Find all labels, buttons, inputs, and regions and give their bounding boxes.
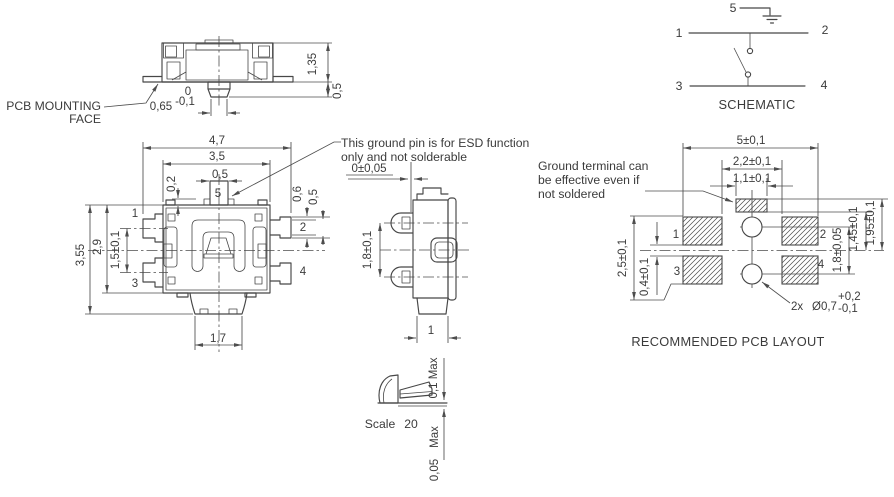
scale-label: Scale <box>365 417 396 431</box>
schematic-title: SCHEMATIC <box>718 97 795 112</box>
dim-ground-pad-width: 1,1±0,1 <box>733 173 771 185</box>
ground-note-line3: not soldered <box>538 187 605 201</box>
view-pcb-layout: 5±0,1 2,2±0,1 1,1±0,1 2,5±0,1 0,4±0,1 1,… <box>538 135 888 349</box>
label-pcb-mounting: PCB MOUNTING <box>6 99 101 113</box>
dim-pin5-width: 0,5 <box>212 169 228 181</box>
pad1-label: 1 <box>673 229 679 241</box>
hole-callout-diameter: Ø0,7 <box>812 301 837 313</box>
dim-standoff-05: 0,5 <box>332 83 344 99</box>
drill-hole-bottom <box>741 263 763 285</box>
dim-body-width: 3,5 <box>209 151 225 163</box>
switch-contact-upper <box>746 47 754 55</box>
schematic-pin2: 2 <box>822 23 829 37</box>
side-centerlines <box>380 222 472 278</box>
dim-ground-to-center: 1,45±0,1 <box>848 207 860 252</box>
view-side: 0±0,05 1,8±0,1 1 <box>346 162 472 343</box>
switch-contact-lower <box>744 71 752 78</box>
pin5-label: 5 <box>215 188 221 200</box>
ground-note-line1: Ground terminal can <box>538 159 648 173</box>
dim-overall-height: 3,55 <box>75 244 87 266</box>
dim-stem-width: 1,7 <box>210 333 226 345</box>
pad-1 <box>682 216 723 246</box>
pin2-terminal <box>269 216 292 239</box>
hole-callout-qty: 2x <box>791 301 803 313</box>
pin4-terminal <box>269 262 292 285</box>
ground-note-line2: be effective even if <box>538 173 640 187</box>
dim-pin-width: 0,5 <box>308 189 320 205</box>
dim-coplanarity-max-word: Max <box>429 426 441 448</box>
view-detail-scale20: 0,1 Max Max 0,05 Scale 20 <box>365 357 448 481</box>
centerlines <box>88 174 325 352</box>
pin1-label: 1 <box>132 208 138 220</box>
dim-step: 0,2 <box>166 176 178 192</box>
dim-pin-flange: 0,6 <box>292 186 304 202</box>
pad-2 <box>781 216 819 246</box>
dim-tol-minus01: -0,1 <box>175 96 195 108</box>
schematic-pin3: 3 <box>676 79 683 93</box>
scale-value: 20 <box>404 417 418 431</box>
hole-tol-plus: +0,2 <box>838 291 861 303</box>
schematic-pin4: 4 <box>821 78 828 92</box>
ground-pad <box>735 198 768 213</box>
switch-arm <box>733 47 747 73</box>
dim-pin-pitch: 1,5±0,1 <box>110 231 122 269</box>
drill-hole-top <box>741 216 763 238</box>
dim-side-stem: 1 <box>428 325 434 337</box>
esd-note-line2: only and not solderable <box>341 150 467 164</box>
dim-body-height: 2,9 <box>92 239 104 255</box>
pad-4 <box>781 255 819 285</box>
dim-side-pitch: 1,8±0,1 <box>362 231 374 269</box>
view-schematic: 5 1 2 3 4 SCHEMATIC <box>676 1 829 112</box>
pin3-label: 3 <box>132 278 138 290</box>
pin4-label: 4 <box>300 266 307 278</box>
view-side-elevation: 1,35 0,5 0 -0,1 0,65 PCB MOUNTING FACE <box>6 36 344 126</box>
hole-tol-minus: -0,1 <box>838 303 858 315</box>
esd-note-line1: This ground pin is for ESD function <box>341 136 529 150</box>
pin1-terminal <box>142 213 164 243</box>
dim-foot-065: 0,65 <box>150 101 172 113</box>
pin3-terminal <box>142 257 164 288</box>
dim-pcb-height: 2,5±0,1 <box>617 239 629 277</box>
dim-hole-pitch: 1,8±0,05 <box>832 228 844 273</box>
pin2-label: 2 <box>300 222 306 234</box>
dim-pcb-width: 5±0,1 <box>737 135 766 147</box>
dim-pcb-gap: 2,2±0,1 <box>733 156 771 168</box>
dim-pad-gap: 0,4±0,1 <box>639 258 651 296</box>
pad4-label: 4 <box>818 259 825 271</box>
pad-3 <box>682 255 723 285</box>
pcb-layout-title: RECOMMENDED PCB LAYOUT <box>631 334 824 349</box>
view-front: 4,7 3,5 0,5 0,2 3,55 2,9 1,5±0,1 1,7 0,6… <box>75 135 341 352</box>
ground-symbol <box>762 15 782 24</box>
dim-coplanarity-bottom-value: 0,05 <box>429 459 441 481</box>
schematic-pin1: 1 <box>676 26 683 40</box>
dim-ground-top-to-center: 1,95±0,1 <box>865 201 877 246</box>
schematic-pin5: 5 <box>730 1 737 15</box>
dim-overall-width: 4,7 <box>209 135 225 147</box>
dim-coplanarity-top: 0,1 Max <box>428 357 440 398</box>
dim-body-height-135: 1,35 <box>307 53 319 75</box>
esd-note: This ground pin is for ESD function only… <box>341 136 529 164</box>
pad2-label: 2 <box>820 229 826 241</box>
pin5-ground-terminal <box>209 180 229 206</box>
pad3-label: 3 <box>674 266 680 278</box>
dim-zero: 0 <box>185 86 191 98</box>
label-face: FACE <box>69 112 101 126</box>
dim-flush: 0±0,05 <box>351 163 386 175</box>
